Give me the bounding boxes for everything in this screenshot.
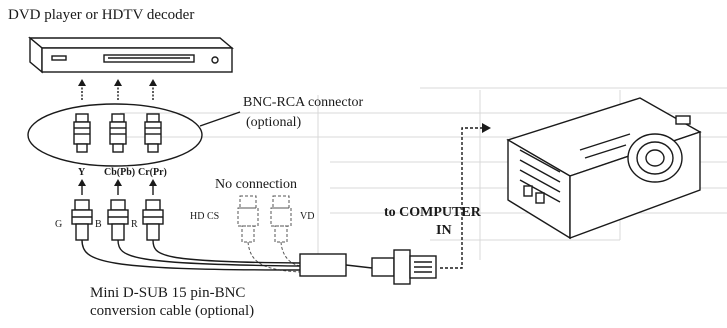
signal-arrows-mid	[78, 179, 157, 195]
arrow-to-projector	[440, 123, 491, 269]
cable-label: Mini D-SUB 15 pin-BNC	[90, 285, 246, 301]
bnc-r-label: R	[131, 219, 138, 230]
signal-arrows-up	[78, 79, 157, 100]
bnc-rca-adapter	[27, 103, 241, 167]
rca-y-label: Y	[78, 167, 86, 178]
projector-icon	[506, 97, 702, 240]
unused-sync-plugs	[237, 195, 301, 273]
bnc-b-label: B	[95, 219, 102, 230]
hd-cs-label: HD CS	[190, 211, 220, 222]
conversion-cable	[81, 239, 373, 277]
dvd-player-icon	[28, 36, 234, 74]
source-device-label: DVD player or HDTV decoder	[8, 7, 195, 23]
rca-cr-label: Cr(Pr)	[138, 167, 167, 178]
bnc-plug-icon	[71, 199, 164, 241]
cable-label-2: conversion cable (optional)	[90, 303, 255, 319]
adapter-label: BNC-RCA connector	[243, 95, 364, 110]
no-connection-label: No connection	[215, 177, 298, 192]
adapter-note: (optional)	[246, 115, 302, 130]
bnc-g-label: G	[55, 219, 63, 230]
vd-label: VD	[300, 211, 315, 222]
dsub-connector-icon	[371, 249, 437, 285]
computer-in-label: to COMPUTER	[384, 205, 481, 220]
computer-in-label-2: IN	[436, 223, 452, 238]
rca-plug-icon	[73, 113, 162, 153]
rca-cb-label: Cb(Pb)	[104, 167, 136, 178]
